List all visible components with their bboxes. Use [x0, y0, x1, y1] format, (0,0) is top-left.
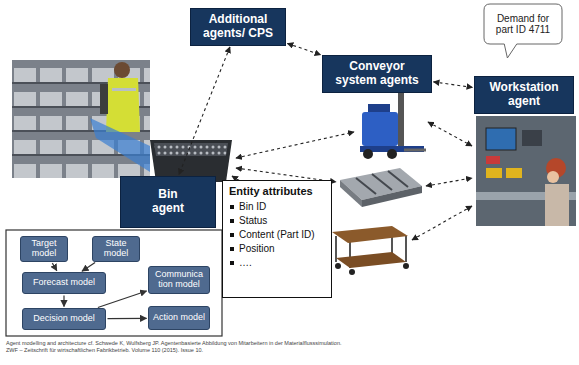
bullet-mark [230, 219, 234, 223]
model-box: State model [92, 236, 140, 262]
attribute-item: Position [229, 243, 325, 255]
attribute-text: …. [239, 257, 252, 268]
attribute-item: Bin ID [229, 201, 325, 213]
attribute-text: Position [239, 243, 275, 254]
interaction-arrow [287, 44, 320, 55]
bubble-text: Demand for part ID 4711 [490, 13, 556, 36]
agent-label: Conveyor system agents [329, 60, 425, 88]
citation-note: Agent modelling and architecture cf. Sch… [6, 340, 346, 354]
bullet-mark [230, 247, 234, 251]
model-label: Action model [153, 313, 205, 323]
model-box: Decision model [22, 308, 106, 330]
attribute-item: …. [229, 257, 325, 269]
model-box: Target model [20, 236, 68, 262]
workstation-photo [476, 116, 576, 226]
flow-arrow [98, 291, 147, 308]
warehouse-photo [12, 60, 150, 178]
speech-bubble: Demand for part ID 4711 [484, 4, 562, 44]
model-box: Forecast model [22, 272, 106, 294]
agent-label: Bin agent [146, 188, 190, 216]
model-box: Communica tion model [148, 266, 210, 294]
model-frame [6, 230, 222, 336]
bullet-mark [230, 261, 234, 265]
attribute-heading: Entity attributes [229, 185, 325, 198]
model-box: Action model [148, 306, 210, 330]
attribute-text: Bin ID [239, 201, 266, 212]
model-label: Decision model [33, 314, 95, 324]
forklift-picture [360, 90, 426, 159]
model-label: Forecast model [33, 278, 95, 288]
attribute-text: Status [239, 215, 267, 226]
agent-box: Additional agents/ CPS [190, 8, 286, 46]
bullet-mark [230, 233, 234, 237]
flow-arrow [107, 318, 146, 320]
model-label: Target model [24, 239, 64, 259]
interaction-arrow [179, 47, 230, 175]
flow-arrow [63, 296, 64, 307]
attribute-text: Content (Part ID) [239, 229, 315, 240]
agent-box: Workstation agent [474, 76, 574, 114]
attribute-box: Entity attributesBin ID StatusContent (Pa… [222, 180, 332, 298]
agent-box: Conveyor system agents [322, 55, 432, 93]
flow-arrow [52, 263, 56, 271]
bubble-shape [484, 4, 562, 58]
interaction-arrow [433, 82, 472, 88]
cart-picture [332, 226, 409, 275]
attribute-item: Status [229, 215, 325, 227]
agent-label: Additional agents/ CPS [197, 13, 279, 41]
conveyor-picture [340, 168, 422, 207]
agent-label: Workstation agent [481, 81, 567, 109]
flow-arrow [82, 263, 95, 272]
attribute-item: Content (Part ID) [229, 229, 325, 241]
model-label: Communica tion model [152, 270, 206, 290]
model-label: State model [96, 239, 136, 259]
bullet-mark [230, 205, 234, 209]
agent-box: Bin agent [120, 176, 216, 228]
